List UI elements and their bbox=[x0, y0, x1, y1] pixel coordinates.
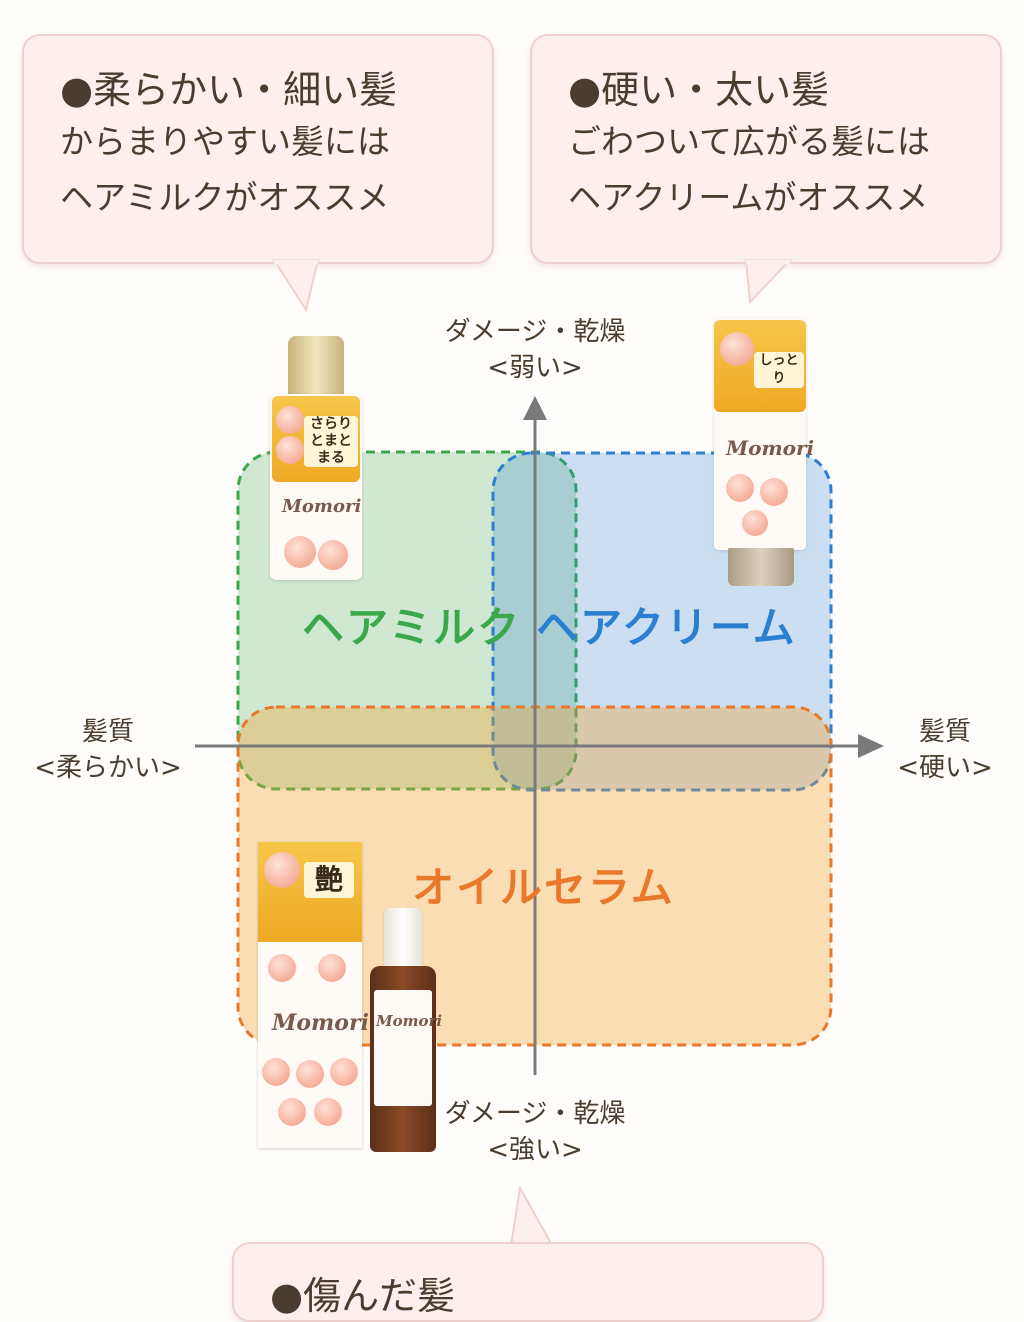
oil-box-peach-7 bbox=[278, 1098, 306, 1126]
product-hair-cream: しっとり Momori bbox=[708, 318, 814, 586]
bubble-hard-hair-line1: ごわついて広がる髪には bbox=[568, 122, 931, 161]
cream-peach-2 bbox=[726, 474, 754, 502]
bubble-hard-hair-line2: ヘアクリームがオススメ bbox=[568, 178, 929, 217]
oil-box-peach-1 bbox=[264, 852, 300, 888]
milk-badge-text: さらりとまとまる bbox=[304, 416, 358, 467]
bubble-damaged-hair-heading: ●傷んだ髪 bbox=[270, 1274, 456, 1318]
oil-box-peach-3 bbox=[318, 954, 346, 982]
bubble-hard-hair-heading: ●硬い・太い髪 bbox=[568, 68, 830, 112]
milk-peach-4 bbox=[318, 540, 348, 570]
axis-bottom-line2: <強い> bbox=[487, 1135, 583, 1165]
oil-box-brand: Momori bbox=[272, 1010, 369, 1036]
oil-box-peach-5 bbox=[296, 1060, 324, 1088]
bubble-soft-hair-tail bbox=[272, 259, 320, 313]
cream-brand: Momori bbox=[726, 436, 815, 460]
milk-peach-2 bbox=[276, 436, 304, 464]
product-oil-bottle: Momori bbox=[370, 908, 442, 1152]
bubble-hard-hair: ●硬い・太い髪 ごわついて広がる髪には ヘアクリームがオススメ bbox=[530, 34, 1002, 264]
oil-bottle-label bbox=[374, 990, 432, 1106]
axis-bottom-label: ダメージ・乾燥 <強い> bbox=[430, 1096, 640, 1168]
axis-top-line1: ダメージ・乾燥 bbox=[444, 317, 626, 347]
oil-box-badge-text: 艶 bbox=[304, 862, 354, 898]
region-milk-label: ヘアミルク bbox=[302, 603, 522, 652]
milk-brand: Momori bbox=[282, 496, 362, 517]
cream-peach-1 bbox=[720, 332, 754, 366]
axis-right-label: 髪質 <硬い> bbox=[880, 714, 1010, 786]
oil-box-peach-6 bbox=[330, 1058, 358, 1086]
region-cream-label: ヘアクリーム bbox=[536, 603, 797, 652]
oil-box-peach-8 bbox=[314, 1098, 342, 1126]
region-oil-label: オイルセラム bbox=[412, 863, 675, 912]
cream-peach-3 bbox=[760, 478, 788, 506]
product-oil-box: 艶 Momori bbox=[258, 842, 369, 1148]
bubble-soft-hair-line1: からまりやすい髪には bbox=[60, 122, 390, 161]
bubble-hard-hair-tail bbox=[744, 259, 793, 305]
oil-box-peach-4 bbox=[262, 1058, 290, 1086]
cream-badge-text: しっとり bbox=[754, 352, 804, 388]
axis-top-line2: <弱い> bbox=[487, 353, 583, 383]
bubble-soft-hair-line2: ヘアミルクがオススメ bbox=[60, 178, 390, 217]
milk-peach-3 bbox=[284, 536, 316, 568]
axis-left-line2: <柔らかい> bbox=[34, 753, 182, 783]
oil-bottle-brand: Momori bbox=[376, 1012, 443, 1030]
bubble-soft-hair-heading: ●柔らかい・細い髪 bbox=[60, 68, 398, 112]
milk-peach-1 bbox=[276, 406, 304, 434]
oil-box-peach-2 bbox=[268, 954, 296, 982]
axis-top-label: ダメージ・乾燥 <弱い> bbox=[430, 314, 640, 386]
axis-bottom-line1: ダメージ・乾燥 bbox=[444, 1099, 626, 1129]
milk-cap bbox=[288, 336, 344, 398]
product-hair-milk: さらりとまとまる Momori bbox=[270, 336, 362, 580]
axis-horizontal-arrow bbox=[858, 734, 884, 758]
axis-right-line2: <硬い> bbox=[897, 753, 993, 783]
axis-vertical-arrow bbox=[523, 396, 547, 420]
bubble-soft-hair: ●柔らかい・細い髪 からまりやすい髪には ヘアミルクがオススメ bbox=[22, 34, 494, 264]
axis-left-label: 髪質 <柔らかい> bbox=[18, 714, 198, 786]
axis-left-line1: 髪質 bbox=[81, 717, 134, 747]
axis-right-line1: 髪質 bbox=[918, 717, 971, 747]
cream-cap bbox=[728, 548, 794, 586]
cream-peach-4 bbox=[742, 510, 768, 536]
oil-bottle-pump bbox=[384, 908, 422, 966]
bubble-damaged-hair: ●傷んだ髪 bbox=[232, 1242, 824, 1322]
